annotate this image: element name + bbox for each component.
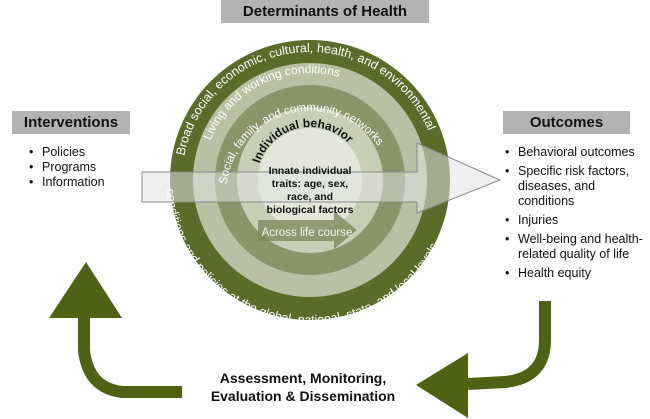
list-item: Injuries <box>505 213 650 228</box>
list-item: Health equity <box>505 266 650 281</box>
arrowhead-left <box>416 353 468 418</box>
list-item: Information <box>29 175 105 190</box>
life-course-label: Across life course <box>262 227 353 239</box>
innate-traits-text: Innate individual traits: age, sex, race… <box>266 165 354 216</box>
interventions-list: Policies Programs Information <box>29 145 105 190</box>
assessment-label: Assessment, Monitoring, Evaluation & Dis… <box>198 369 408 405</box>
outcomes-list: Behavioral outcomes Specific risk factor… <box>505 145 650 285</box>
curved-arrow-left-stroke <box>78 316 182 398</box>
list-item: Policies <box>29 145 105 160</box>
assessment-line-1: Assessment, Monitoring, <box>219 370 387 386</box>
flow-arrow <box>141 142 502 214</box>
assessment-line-2: Evaluation & Dissemination <box>210 388 396 404</box>
list-item: Well-being and health-related quality of… <box>505 232 650 262</box>
life-course-arrow <box>258 211 357 249</box>
list-item: Programs <box>29 160 105 175</box>
outcomes-header: Outcomes <box>503 111 630 134</box>
list-item: Behavioral outcomes <box>505 145 650 160</box>
curved-arrow-right-stroke <box>467 301 551 390</box>
determinants-of-health-header: Determinants of Health <box>221 0 429 23</box>
list-item: Specific risk factors, diseases, and con… <box>505 164 650 209</box>
interventions-header: Interventions <box>12 111 130 134</box>
arrowhead-up <box>49 262 122 318</box>
